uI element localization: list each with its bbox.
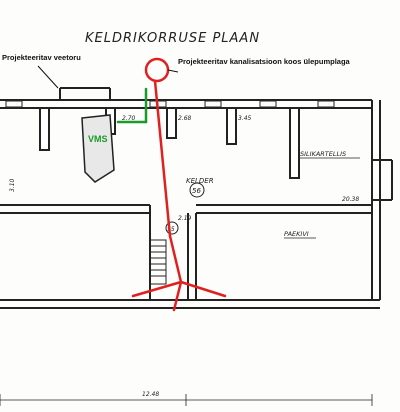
- window-symbols: [5, 100, 335, 108]
- kelder-number-circle: [189, 182, 205, 198]
- staircase: [149, 239, 167, 285]
- vms-label: VMS: [88, 134, 108, 144]
- plan-title: KELDRIKORRUSE PLAAN: [85, 31, 260, 46]
- dim-12-48: 12.48: [142, 391, 159, 398]
- vms-box: VMS: [81, 114, 115, 183]
- water-pipe: [116, 87, 148, 124]
- label-room-55: 55: [167, 226, 175, 233]
- annotation-water-pipe: Projekteeritav veetoru: [2, 53, 81, 62]
- label-silikartellis: SILIKARTELLIS: [300, 150, 346, 158]
- dim-2-68: 2.68: [178, 115, 192, 122]
- dimension-lines: [0, 204, 373, 406]
- dim-3-10: 3.10: [9, 178, 16, 192]
- label-kelder: KELDER: [186, 177, 214, 185]
- dim-2-70: 2.70: [122, 115, 136, 122]
- dim-2-19: 2.19: [178, 215, 192, 222]
- label-paekivi: PAEKIVI: [284, 230, 309, 238]
- dim-20-38: 20.38: [342, 196, 359, 203]
- dim-3-45: 3.45: [238, 115, 252, 122]
- sewer-line: [131, 57, 227, 312]
- label-kelder-no: 56: [192, 187, 201, 195]
- annotation-leaders: [37, 65, 179, 89]
- room-55-circle: [165, 221, 179, 235]
- walls: [0, 87, 393, 309]
- annotation-sewer: Projekteeritav kanalisatsioon koos ülepu…: [178, 57, 351, 66]
